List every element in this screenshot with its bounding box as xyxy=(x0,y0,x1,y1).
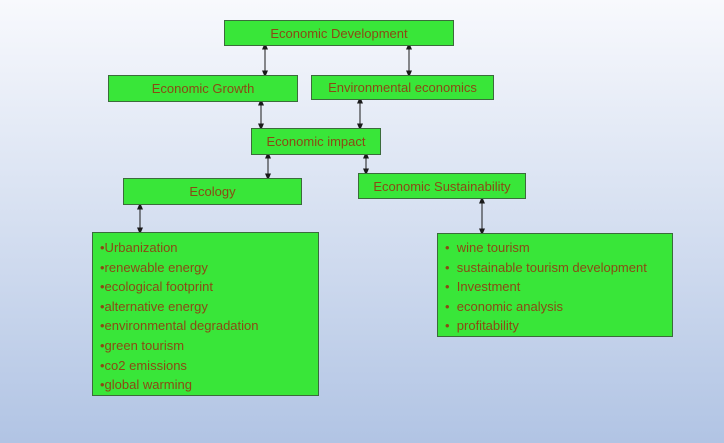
node-label: Ecology xyxy=(189,184,236,199)
sustainability-topics-list: • wine tourism • sustainable tourism dev… xyxy=(445,238,672,336)
node-ecology: Ecology xyxy=(123,178,302,205)
node-label: Environmental economics xyxy=(328,80,477,95)
node-label: Economic Growth xyxy=(151,81,255,96)
list-item: •global warming xyxy=(100,377,192,393)
list-item: • wine tourism xyxy=(445,240,530,255)
list-item: •alternative energy xyxy=(100,298,208,314)
node-label: Economic impact xyxy=(266,134,366,149)
list-item: •renewable energy xyxy=(100,259,208,275)
list-item: • sustainable tourism development xyxy=(445,259,647,275)
node-economic-growth: Economic Growth xyxy=(108,75,298,102)
node-economic-development: Economic Development xyxy=(224,20,454,46)
list-item: • profitability xyxy=(445,318,519,334)
list-item: •Urbanization xyxy=(100,240,178,255)
list-item: • Investment xyxy=(445,279,521,295)
list-item: •ecological footprint xyxy=(100,279,213,295)
list-item: •environmental degradation xyxy=(100,318,259,334)
node-environmental-economics: Environmental economics xyxy=(311,75,494,100)
node-economic-impact: Economic impact xyxy=(251,128,381,155)
ecology-topics-box: •Urbanization •renewable energy •ecologi… xyxy=(92,232,319,396)
sustainability-topics-box: • wine tourism • sustainable tourism dev… xyxy=(437,233,673,337)
ecology-topics-list: •Urbanization •renewable energy •ecologi… xyxy=(100,238,318,395)
node-economic-sustainability: Economic Sustainability xyxy=(358,173,526,199)
list-item: • economic analysis xyxy=(445,298,563,314)
node-label: Economic Development xyxy=(270,25,408,41)
list-item: •green tourism xyxy=(100,337,185,353)
list-item: •co2 emissions xyxy=(100,357,187,373)
node-label: Economic Sustainability xyxy=(373,178,511,194)
